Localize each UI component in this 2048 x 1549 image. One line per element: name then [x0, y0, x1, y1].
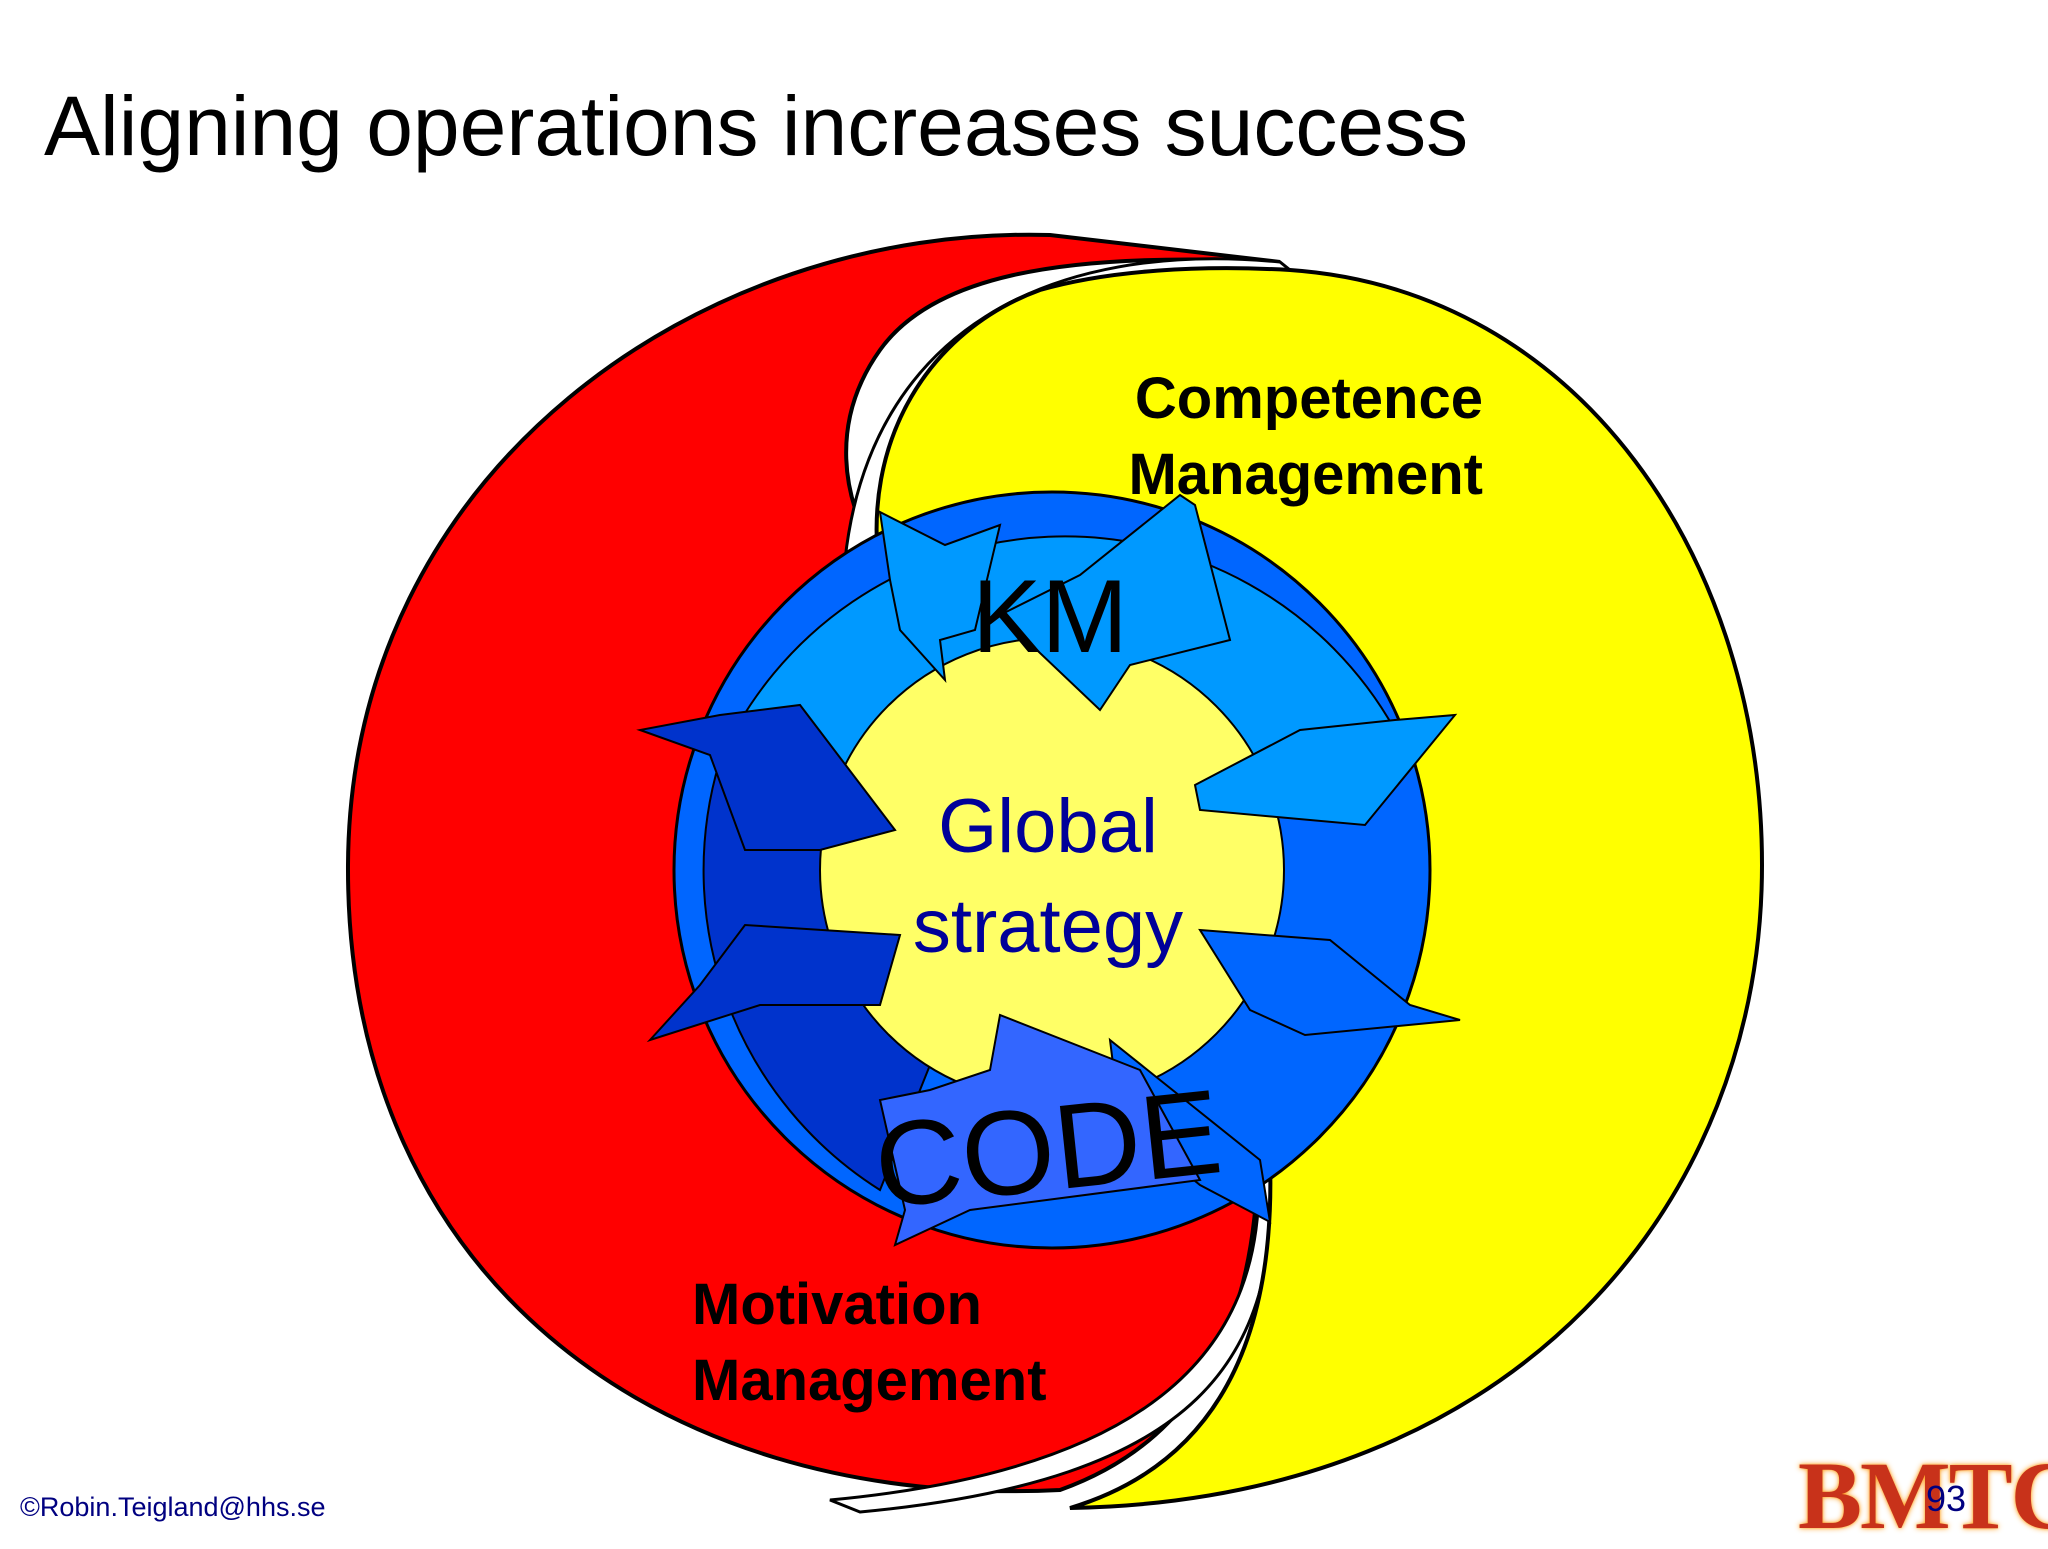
separator-strip-lower: [829, 1158, 1275, 1514]
page-number: 93: [1926, 1478, 1967, 1519]
arrow-right-upper: [1193, 713, 1458, 827]
slide-title: Aligning operations increases success: [44, 79, 1469, 173]
bmtc-logo: BMTC: [1798, 1442, 2048, 1549]
arrow-bottom: [878, 1013, 1202, 1247]
competence-label-line2: Management: [1128, 442, 1483, 507]
arrow-bottom-left: [646, 923, 902, 1043]
competence-label-line1: Competence: [1135, 366, 1483, 431]
motivation-label-line1: Motivation: [692, 1272, 982, 1337]
logo-text: BMTC: [1798, 1442, 2048, 1549]
arrow-top-left: [878, 510, 1002, 684]
center-label-line2: strategy: [913, 884, 1183, 969]
center-label-line1: Global: [938, 784, 1158, 869]
arrow-left: [636, 703, 897, 851]
motivation-label-line2: Management: [692, 1348, 1047, 1413]
arrow-right-lower: [1198, 928, 1461, 1037]
km-label: KM: [972, 559, 1128, 675]
copyright-footer: ©Robin.Teigland@hhs.se: [20, 1492, 326, 1522]
arrow-top: [998, 493, 1232, 712]
center-circle: [819, 637, 1285, 1103]
